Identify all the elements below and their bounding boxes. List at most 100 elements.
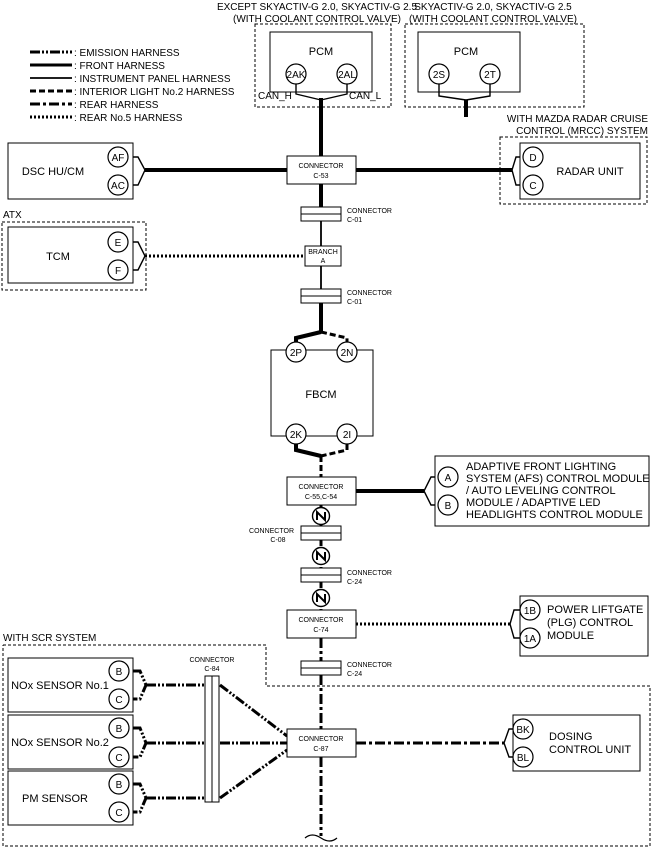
pin-c-nox1-label: C — [115, 695, 122, 706]
plg-name-line1: POWER LIFTGATE — [547, 604, 643, 616]
pin-ac — [107, 174, 129, 196]
legend-front-label: : FRONT HARNESS — [74, 61, 165, 72]
legend: : EMISSION HARNESS : FRONT HARNESS : INS… — [30, 48, 235, 124]
pin-e — [107, 231, 129, 253]
connector-c01a-id: C-01 — [347, 217, 362, 224]
connector-c01a-label: CONNECTOR — [347, 208, 392, 215]
pin-1a — [519, 627, 541, 649]
can-l-label: CAN_L — [349, 91, 382, 102]
pin-bk — [512, 718, 534, 740]
connector-c87-id: C-87 — [313, 746, 328, 753]
pin-b-pm — [108, 773, 130, 795]
pin-2i-label: 2I — [343, 430, 351, 441]
dosing-name-line2: CONTROL UNIT — [549, 744, 631, 756]
pin-2n — [336, 341, 358, 363]
pcm-left-header-line1: EXCEPT SKYACTIV-G 2.0, SKYACTIV-G 2.5 — [217, 2, 418, 13]
connector-c53-label: CONNECTOR — [299, 163, 344, 170]
wire-tcm-pins — [128, 241, 146, 271]
afs-name-line3: / AUTO LEVELING CONTROL — [466, 485, 616, 497]
pin-af — [107, 146, 129, 168]
wire-fbcm-2k — [294, 444, 322, 458]
connector-c24b-label: CONNECTOR — [347, 662, 392, 669]
pin-b-nox1-label: B — [116, 667, 123, 678]
connector-c53-id: C-53 — [313, 173, 328, 180]
pin-e-label: E — [115, 238, 122, 249]
pin-2ak — [285, 63, 307, 85]
nox1-name: NOx SENSOR No.1 — [11, 680, 109, 692]
dosing-module — [512, 714, 641, 772]
legend-emission-label: : EMISSION HARNESS — [74, 48, 180, 59]
connector-c55-label: CONNECTOR — [299, 484, 344, 491]
nox2-name: NOx SENSOR No.2 — [11, 737, 109, 749]
pin-2t-label: 2T — [484, 70, 496, 81]
wire-afs-pins — [423, 476, 438, 506]
wire-pcm-can-l — [320, 84, 348, 101]
twisted-pair-marker — [311, 546, 331, 566]
pin-1b — [519, 599, 541, 621]
pcm-right-header-line1: SKYACTIV-G 2.0, SKYACTIV-G 2.5 — [414, 2, 572, 13]
pin-bk-label: BK — [516, 725, 530, 736]
mrcc-option-frame — [499, 136, 648, 205]
radar-name: RADAR UNIT — [556, 166, 624, 178]
pin-c-nox2-label: C — [115, 753, 122, 764]
pin-2ak-label: 2AK — [287, 70, 306, 81]
pcm-right-name: PCM — [454, 46, 478, 58]
legend-rear5-label: : REAR No.5 HARNESS — [74, 113, 183, 124]
connector-c24b-male — [300, 660, 342, 669]
pcm-right-header-line2: (WITH COOLANT CONTROL VALVE) — [409, 14, 577, 25]
scr-option-frame — [2, 644, 651, 847]
pin-c-radar — [522, 174, 544, 196]
connector-c74-label: CONNECTOR — [299, 617, 344, 624]
pcm-left-header-line2: (WITH COOLANT CONTROL VALVE) — [233, 14, 401, 25]
connector-c24a-id: C-24 — [347, 579, 362, 586]
pin-b-afs-label: B — [445, 501, 452, 512]
mrcc-header-line1: WITH MAZDA RADAR CRUISE — [507, 114, 648, 125]
pin-c-pm — [108, 801, 130, 823]
wire-continuation-break — [304, 834, 338, 842]
pin-ac-label: AC — [111, 181, 125, 192]
fbcm-module — [270, 349, 374, 437]
twisted-pair-marker — [311, 588, 331, 608]
pin-2s — [428, 63, 450, 85]
pin-c-nox1 — [108, 688, 130, 710]
pin-2p-label: 2P — [290, 348, 303, 359]
connector-c24a-label: CONNECTOR — [347, 570, 392, 577]
emission-harness-wires — [133, 669, 288, 814]
can-h-label: CAN_H — [258, 91, 292, 102]
afs-name-line1: ADAPTIVE FRONT LIGHTING — [466, 461, 616, 473]
pin-f-label: F — [115, 266, 121, 277]
wire-dsc-pins — [128, 156, 146, 186]
pin-d — [522, 146, 544, 168]
wire-dosing-pins — [503, 728, 516, 758]
atx-label: ATX — [3, 210, 22, 221]
connector-c84-id: C-84 — [204, 666, 219, 673]
connector-c24a-female — [300, 574, 342, 583]
pin-b-nox2-label: B — [116, 724, 123, 735]
pin-bl — [512, 746, 534, 768]
afs-name-line4: MODULE / ADAPTIVE LED — [466, 497, 601, 509]
connector-c74-id: C-74 — [313, 627, 328, 634]
connector-c01a-female — [300, 213, 342, 222]
dosing-name-line1: DOSING — [549, 731, 592, 743]
pin-b-nox2 — [108, 717, 130, 739]
pm-name: PM SENSOR — [22, 793, 88, 805]
pcm-right-module — [417, 31, 521, 93]
pin-a-label: A — [445, 473, 452, 484]
fbcm-name: FBCM — [305, 389, 336, 401]
pin-2p — [285, 341, 307, 363]
pin-c-nox2 — [108, 746, 130, 768]
plg-name-line3: MODULE — [547, 630, 594, 642]
scr-label: WITH SCR SYSTEM — [3, 633, 96, 644]
connector-c53 — [286, 155, 357, 185]
afs-name-line2: SYSTEM (AFS) CONTROL MODULE — [466, 473, 650, 485]
connector-c01b-id: C-01 — [347, 299, 362, 306]
pin-2al — [336, 63, 358, 85]
pin-2al-label: 2AL — [338, 70, 356, 81]
legend-rear-label: : REAR HARNESS — [74, 100, 159, 111]
twisted-pair-marker — [311, 506, 331, 526]
mrcc-header-line2: CONTROL (MRCC) SYSTEM — [516, 126, 648, 137]
afs-name-line5: HEADLIGHTS CONTROL MODULE — [466, 509, 643, 521]
dsc-name: DSC HU/CM — [22, 166, 84, 178]
pin-2k — [285, 423, 307, 445]
